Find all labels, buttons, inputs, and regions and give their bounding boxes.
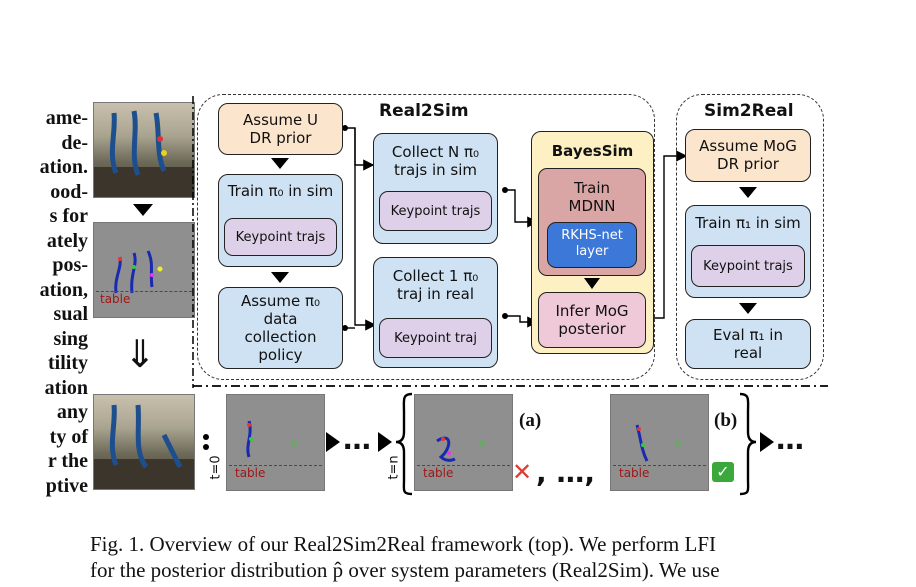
down-triangle-icon bbox=[584, 278, 600, 289]
left-text-line: ame- bbox=[45, 107, 88, 129]
left-text-line: tility bbox=[48, 352, 88, 374]
svg-text:⌗: ⌗ bbox=[479, 436, 486, 450]
left-text-line: sual bbox=[53, 303, 88, 325]
table-label: table bbox=[235, 466, 266, 480]
table-label: table bbox=[423, 466, 454, 480]
left-text-line: ation bbox=[44, 376, 88, 399]
keypoint-frame-b: ⌗ table bbox=[610, 394, 709, 491]
collect-n-trajs-box: Collect N π₀ trajs in sim Keypoint trajs bbox=[373, 133, 498, 244]
keypoint-photo-left: table bbox=[93, 222, 195, 318]
caption-line-2: for the posterior distribution p̂ over s… bbox=[90, 558, 720, 582]
real2sim-region bbox=[197, 94, 655, 380]
down-triangle-icon bbox=[271, 272, 289, 283]
train-pi1-box: Train π₁ in sim Keypoint trajs bbox=[685, 205, 811, 298]
tn-label: t=n bbox=[386, 455, 402, 480]
left-text-line: any bbox=[56, 401, 88, 423]
down-triangle-icon bbox=[739, 187, 757, 198]
keypoint-rope-icon: ⌗ bbox=[635, 424, 682, 462]
rope-sketch-icon bbox=[94, 404, 194, 489]
t0-label: t=0 bbox=[208, 455, 224, 480]
down-triangle-icon bbox=[271, 158, 289, 169]
caption-line-1: Fig. 1. Overview of our Real2Sim2Real fr… bbox=[90, 532, 717, 556]
rope-sketch-icon bbox=[94, 110, 194, 197]
assume-mog-prior-box: Assume MoG DR prior bbox=[685, 129, 811, 182]
real2sim-title: Real2Sim bbox=[379, 101, 469, 121]
table-label: table bbox=[100, 292, 131, 306]
ellipsis-text: … bbox=[343, 423, 371, 456]
assume-u-prior-box: Assume U DR prior bbox=[218, 103, 343, 155]
left-text-line: ood- bbox=[50, 180, 88, 203]
down-triangle-icon bbox=[133, 204, 153, 216]
train-pi0-box: Train π₀ in sim Keypoint trajs bbox=[218, 174, 343, 267]
left-text-line: ation. bbox=[39, 156, 88, 178]
down-triangle-icon bbox=[739, 303, 757, 314]
left-text-line: sing bbox=[53, 327, 88, 350]
real-robot-photo-bottom bbox=[93, 394, 195, 490]
label-a: (a) bbox=[519, 410, 542, 431]
train-mdnn-box: Train MDNN RKHS-net layer bbox=[538, 168, 646, 276]
left-text-line: r the bbox=[47, 450, 88, 472]
label-b: (b) bbox=[714, 410, 738, 431]
left-text-line: ty of bbox=[49, 425, 88, 448]
left-text-column: ame- de- ation. ood- s for ately pos- at… bbox=[0, 106, 88, 498]
keypoint-frame-t0: ⌗ table bbox=[226, 394, 325, 491]
svg-text:⌗: ⌗ bbox=[291, 436, 298, 450]
keypoint-trajs-box: Keypoint trajs bbox=[691, 245, 805, 287]
infer-mog-posterior-box: Infer MoG posterior bbox=[538, 292, 646, 348]
bayessim-title: BayesSim bbox=[551, 142, 634, 160]
keypoint-frame-a: ⌗ table bbox=[414, 394, 513, 491]
assume-pi0-policy-box: Assume π₀ data collection policy bbox=[218, 287, 343, 369]
double-down-arrow-icon: ⇓ bbox=[124, 332, 156, 376]
keypoint-rope-icon: ⌗ bbox=[436, 436, 486, 462]
left-text-line: ptive bbox=[45, 474, 88, 497]
sim2real-title: Sim2Real bbox=[704, 101, 794, 121]
svg-text:⌗: ⌗ bbox=[675, 436, 682, 450]
rkhs-net-layer-box: RKHS-net layer bbox=[547, 222, 637, 268]
check-icon: ✓ bbox=[712, 462, 734, 482]
left-text-line: de- bbox=[61, 131, 88, 154]
train-pi1-label: Train π₁ in sim bbox=[695, 214, 801, 232]
collect-1-label: Collect 1 π₀ traj in real bbox=[392, 267, 479, 303]
left-text-line: ately bbox=[46, 229, 88, 252]
keypoint-rope-icon: ⌗ bbox=[246, 420, 298, 458]
real-robot-photo-top bbox=[93, 102, 195, 198]
sim2real-region bbox=[676, 94, 824, 380]
train-mdnn-label: Train MDNN bbox=[568, 179, 616, 215]
keypoint-traj-box: Keypoint traj bbox=[379, 318, 492, 358]
left-text-line: s for bbox=[49, 205, 88, 227]
collect-1-traj-box: Collect 1 π₀ traj in real Keypoint traj bbox=[373, 257, 498, 368]
keypoint-trajs-box: Keypoint trajs bbox=[379, 191, 492, 231]
cross-icon: ✕ bbox=[512, 458, 533, 486]
ellipsis-text: … bbox=[776, 423, 804, 456]
collect-n-label: Collect N π₀ trajs in sim bbox=[391, 143, 480, 179]
table-label: table bbox=[619, 466, 650, 480]
figure-caption: Fig. 1. Overview of our Real2Sim2Real fr… bbox=[90, 531, 910, 583]
keypoint-trajs-box: Keypoint trajs bbox=[224, 218, 337, 256]
bayessim-box: BayesSim Train MDNN RKHS-net layer Infer… bbox=[531, 131, 654, 354]
left-text-line: pos- bbox=[52, 254, 88, 276]
train-pi0-label: Train π₀ in sim bbox=[227, 182, 334, 200]
comma-ellipsis-text: , …, bbox=[536, 456, 596, 489]
keypoint-rope-icon bbox=[114, 250, 163, 294]
eval-pi1-box: Eval π₁ in real bbox=[685, 319, 811, 369]
left-text-line: ation, bbox=[39, 278, 88, 301]
